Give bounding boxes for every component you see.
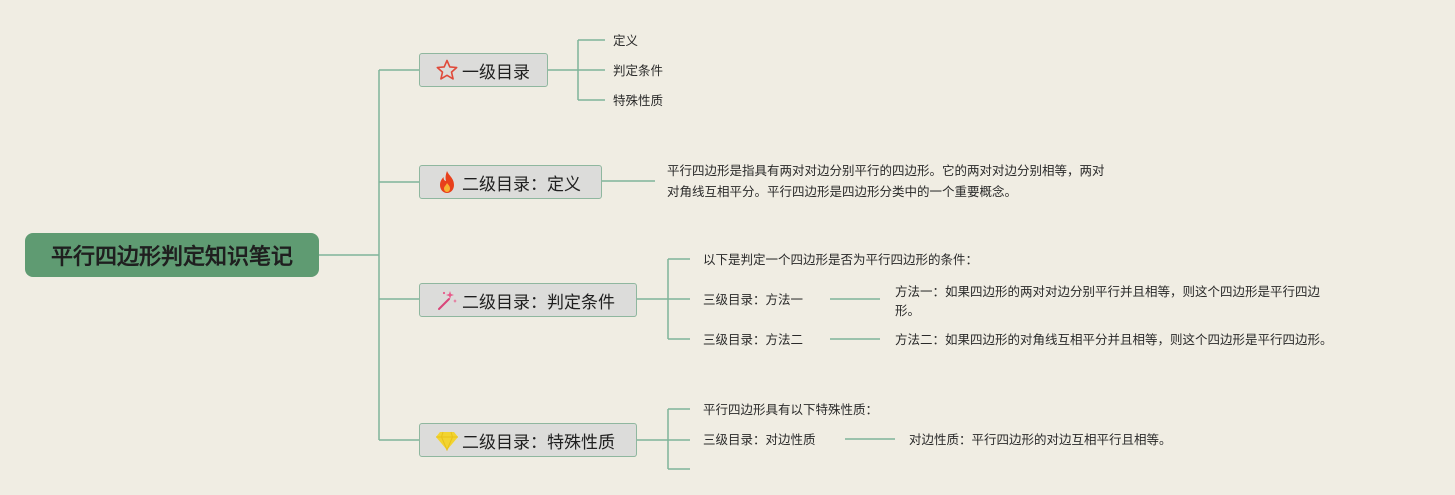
root-node[interactable]: 平行四边形判定知识笔记 (25, 233, 319, 277)
node-label: 二级目录：定义 (462, 174, 581, 195)
method1-desc-line2: 形。 (895, 303, 921, 318)
node-level2-properties[interactable]: 二级目录：特殊性质 (419, 423, 637, 457)
node-level1-catalog[interactable]: 一级目录 (419, 53, 548, 87)
node-level2-definition[interactable]: 二级目录：定义 (419, 165, 602, 199)
child-properties[interactable]: 特殊性质 (613, 93, 664, 108)
method1-label[interactable]: 三级目录：方法一 (703, 292, 804, 307)
definition-desc-line1: 平行四边形是指具有两对对边分别平行的四边形。它的两对对边分别相等，两对 (667, 163, 1105, 178)
node-level2-criteria[interactable]: 二级目录：判定条件 (419, 283, 637, 317)
fire-icon (434, 169, 460, 195)
node-label: 二级目录：判定条件 (462, 292, 615, 313)
method2-label[interactable]: 三级目录：方法二 (703, 332, 804, 347)
definition-desc-line2: 对角线互相平分。平行四边形是四边形分类中的一个重要概念。 (667, 184, 1018, 199)
property-label[interactable]: 三级目录：对边性质 (703, 432, 816, 447)
child-definition[interactable]: 定义 (613, 33, 639, 48)
sparkle-icon (434, 287, 460, 313)
properties-intro: 平行四边形具有以下特殊性质： (703, 402, 879, 417)
root-title: 平行四边形判定知识笔记 (50, 245, 293, 270)
child-criteria[interactable]: 判定条件 (613, 63, 664, 78)
gem-icon (434, 427, 460, 453)
star-icon (434, 57, 460, 83)
method1-desc-line1: 方法一：如果四边形的两对对边分别平行并且相等，则这个四边形是平行四边 (895, 284, 1321, 299)
node-label: 二级目录：特殊性质 (462, 432, 615, 453)
method2-desc: 方法二：如果四边形的对角线互相平分并且相等，则这个四边形是平行四边形。 (895, 332, 1333, 347)
property-desc: 对边性质：平行四边形的对边互相平行且相等。 (909, 432, 1172, 447)
node-label: 一级目录 (462, 62, 530, 83)
criteria-intro: 以下是判定一个四边形是否为平行四边形的条件： (703, 252, 979, 267)
